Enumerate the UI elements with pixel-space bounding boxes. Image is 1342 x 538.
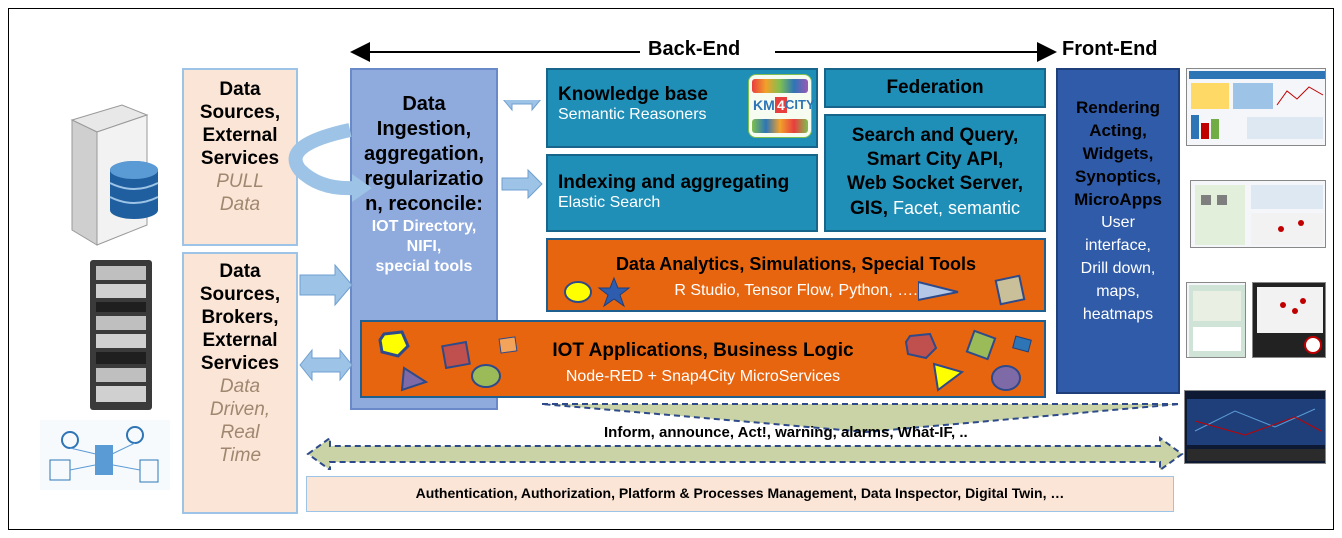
pull-line: Sources, bbox=[199, 102, 281, 123]
iot-shapes-left bbox=[378, 330, 518, 392]
ingest-line: regularizatio bbox=[364, 168, 484, 190]
pull-line: Services bbox=[200, 148, 280, 169]
logo-num: 4 bbox=[775, 97, 787, 113]
iot-title: IOT Applications, Business Logic bbox=[552, 340, 854, 361]
inform-arrow bbox=[306, 403, 1184, 470]
diagram-frame bbox=[8, 8, 1334, 530]
ingest-white: IOT Directory, bbox=[371, 218, 477, 235]
data-sources-pull: Data Sources, External Services PULL Dat… bbox=[182, 68, 298, 246]
flow-arrows bbox=[288, 100, 543, 382]
push-line: Services bbox=[200, 353, 280, 374]
front-normal: interface, bbox=[1085, 237, 1151, 254]
thumb-chart-icon bbox=[1189, 71, 1325, 139]
front-end-box: Rendering Acting, Widgets, Synoptics, Mi… bbox=[1056, 68, 1180, 394]
iot-sub: Node-RED + Snap4City MicroServices bbox=[565, 368, 841, 385]
pull-italic: Data bbox=[219, 194, 261, 215]
indexing-box: Indexing and aggregating Elastic Search bbox=[546, 154, 818, 232]
dashboard-thumbnail-5 bbox=[1184, 390, 1326, 464]
search-line: Web Socket Server, bbox=[846, 173, 1024, 194]
iot-network-icon bbox=[40, 420, 170, 490]
front-bold: Widgets, bbox=[1082, 144, 1154, 163]
search-gis: GIS, bbox=[849, 198, 888, 219]
logo-text: KM bbox=[753, 97, 775, 113]
analytics-shapes-left bbox=[564, 276, 631, 308]
indexing-title: Indexing and aggregating bbox=[558, 172, 790, 193]
push-italic: Real bbox=[220, 422, 260, 443]
front-normal: heatmaps bbox=[1082, 306, 1154, 323]
search-query-box: Search and Query, Smart City API, Web So… bbox=[824, 114, 1046, 232]
push-line: Data bbox=[219, 261, 261, 282]
bottom-management-bar: Authentication, Authorization, Platform … bbox=[306, 476, 1174, 512]
front-bold: MicroApps bbox=[1074, 190, 1162, 209]
data-analytics-box: Data Analytics, Simulations, Special Too… bbox=[546, 238, 1046, 312]
dashboard-thumbnail-1 bbox=[1186, 68, 1326, 146]
pull-italic: PULL bbox=[216, 171, 264, 192]
knowledge-sub: Semantic Reasoners bbox=[558, 106, 707, 123]
logo-strip-bottom bbox=[752, 119, 808, 133]
server-rack-icon bbox=[90, 260, 152, 410]
indexing-sub: Elastic Search bbox=[558, 194, 661, 211]
front-bold: Synoptics, bbox=[1075, 167, 1161, 186]
thumb-digital-twin-icon bbox=[1187, 399, 1325, 461]
ingest-line: aggregation, bbox=[363, 143, 484, 165]
ingest-white: special tools bbox=[375, 258, 473, 275]
analytics-sub: R Studio, Tensor Flow, Python, …. bbox=[674, 282, 918, 299]
dashboard-thumbnail-4 bbox=[1252, 282, 1326, 358]
search-line: Smart City API, bbox=[866, 149, 1004, 170]
front-normal: Drill down, bbox=[1080, 260, 1156, 277]
push-line: Sources, bbox=[199, 284, 281, 305]
logo-strip-top bbox=[752, 79, 808, 93]
push-italic: Driven, bbox=[209, 399, 271, 420]
thumb-tablet-icon bbox=[1257, 287, 1323, 354]
ingest-white: NIFI, bbox=[406, 238, 442, 255]
dashboard-thumbnail-3 bbox=[1186, 282, 1246, 358]
push-line: External bbox=[202, 330, 278, 351]
km4city-logo-icon: KM 4 CITY bbox=[748, 74, 815, 138]
inform-text: Inform, announce, Act!, warning, alarms,… bbox=[604, 424, 968, 441]
data-sources-push: Data Sources, Brokers, External Services… bbox=[182, 252, 298, 514]
frontend-label: Front-End bbox=[1062, 38, 1158, 60]
push-line: Brokers, bbox=[201, 307, 279, 328]
logo-city: CITY bbox=[785, 97, 815, 112]
dashboard-thumbnail-2 bbox=[1190, 180, 1326, 248]
pull-line: Data bbox=[219, 79, 261, 100]
ingest-line: Data bbox=[402, 93, 446, 115]
federation-box: Federation bbox=[824, 68, 1046, 108]
front-bold: Rendering bbox=[1075, 98, 1161, 117]
backend-arrow bbox=[350, 42, 1057, 62]
search-facet: Facet, semantic bbox=[887, 198, 1021, 218]
push-italic: Data bbox=[219, 376, 261, 397]
backend-label: Back-End bbox=[648, 38, 741, 60]
server-database-icon bbox=[70, 104, 159, 246]
analytics-shapes-right bbox=[918, 274, 1026, 306]
iot-applications-box: IOT Applications, Business Logic Node-RE… bbox=[360, 320, 1046, 398]
iot-shapes-right bbox=[904, 329, 1032, 392]
knowledge-title: Knowledge base bbox=[558, 84, 708, 105]
front-normal: User bbox=[1101, 214, 1135, 231]
thumb-map-icon bbox=[1195, 185, 1323, 245]
search-line: Search and Query, bbox=[851, 125, 1019, 146]
thumb-mobile-icon bbox=[1189, 285, 1245, 357]
pull-line: External bbox=[202, 125, 278, 146]
federation-title: Federation bbox=[886, 77, 984, 98]
front-normal: maps, bbox=[1096, 283, 1140, 300]
push-italic: Time bbox=[218, 445, 262, 466]
ingest-line: Ingestion, bbox=[376, 118, 472, 140]
analytics-title: Data Analytics, Simulations, Special Too… bbox=[615, 254, 977, 274]
ingest-line: n, reconcile: bbox=[365, 193, 483, 215]
front-bold: Acting, bbox=[1089, 121, 1147, 140]
